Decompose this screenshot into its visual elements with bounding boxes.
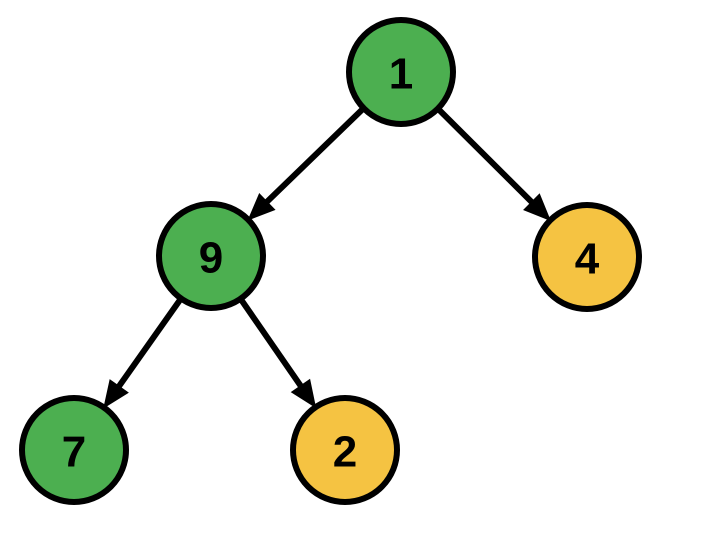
edge-line — [435, 106, 537, 207]
tree-node-9[interactable]: 9 — [156, 201, 266, 311]
arrowhead-icon — [523, 193, 552, 222]
edges-layer — [103, 106, 552, 409]
node-circle[interactable] — [290, 395, 400, 505]
node-circle[interactable] — [346, 17, 456, 127]
node-circle[interactable] — [156, 201, 266, 311]
edge-1-to-9 — [247, 106, 366, 221]
node-circle[interactable] — [19, 395, 129, 505]
node-label: 1 — [389, 50, 413, 99]
node-label: 9 — [199, 234, 223, 283]
edge-line — [238, 297, 306, 391]
arrowhead-icon — [103, 379, 129, 409]
edge-1-to-4 — [435, 106, 552, 222]
tree-node-2[interactable]: 2 — [290, 395, 400, 505]
edge-9-to-2 — [238, 297, 317, 409]
node-label: 2 — [333, 428, 357, 477]
edge-line — [262, 106, 366, 207]
node-label: 4 — [575, 235, 600, 284]
node-circle[interactable] — [532, 202, 642, 312]
nodes-layer: 1 9 4 7 2 — [19, 17, 642, 505]
arrowhead-icon — [247, 192, 276, 221]
tree-node-1[interactable]: 1 — [346, 17, 456, 127]
arrowhead-icon — [290, 378, 317, 409]
edge-9-to-7 — [103, 296, 184, 409]
edge-line — [114, 296, 184, 392]
tree-node-7[interactable]: 7 — [19, 395, 129, 505]
node-label: 7 — [62, 428, 86, 477]
tree-node-4[interactable]: 4 — [532, 202, 642, 312]
